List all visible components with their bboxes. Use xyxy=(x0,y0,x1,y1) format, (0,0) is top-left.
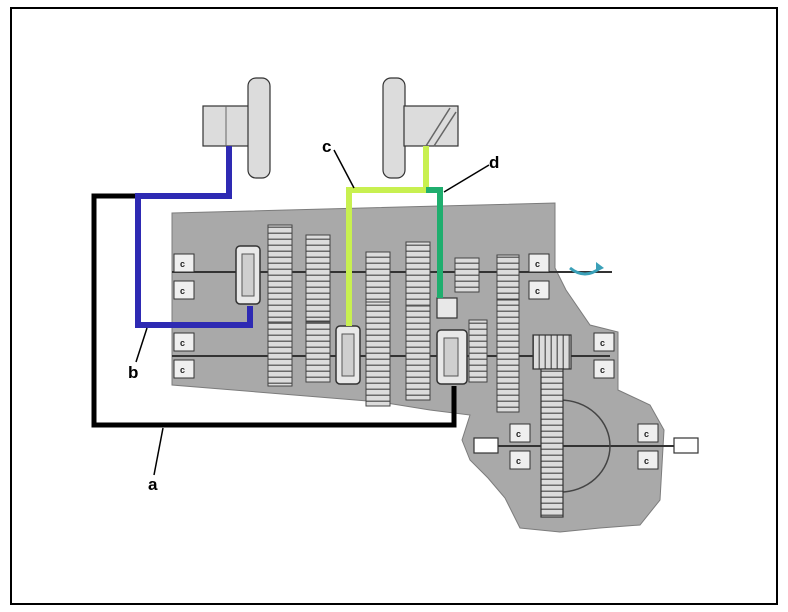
differential-ring-gear xyxy=(540,368,564,518)
differential-case xyxy=(559,399,611,493)
gear-1-counter xyxy=(267,321,293,387)
gear-5 xyxy=(454,257,480,293)
selector-lever-left xyxy=(202,77,271,179)
bearing-right-2: c xyxy=(528,280,550,300)
linkage-b xyxy=(135,146,253,328)
gear-1 xyxy=(267,224,293,326)
bearing-right-3: c xyxy=(593,332,615,352)
svg-text:c: c xyxy=(644,456,649,466)
label-c: c xyxy=(322,137,331,156)
gear-2 xyxy=(305,234,331,322)
linkage-d xyxy=(426,187,443,298)
linkage-c xyxy=(346,146,429,326)
bearing-left-4: c xyxy=(173,359,195,379)
gear-4-counter xyxy=(405,305,431,401)
gear-3-counter xyxy=(365,301,391,407)
final-drive-pinion xyxy=(532,334,572,370)
bearing-diff-3: c xyxy=(637,423,659,443)
bearing-left-2: c xyxy=(173,280,195,300)
label-a: a xyxy=(148,475,158,494)
bearing-right-1: c xyxy=(528,253,550,273)
gear-4 xyxy=(405,241,431,307)
reverse-idler xyxy=(436,297,458,319)
gear-5-counter xyxy=(468,319,488,383)
gear-reverse xyxy=(496,254,520,300)
output-stub-left xyxy=(473,437,499,454)
gear-output xyxy=(496,299,520,413)
svg-text:c: c xyxy=(180,365,185,375)
gear-3 xyxy=(365,251,391,303)
leader-c xyxy=(333,149,355,189)
svg-text:c: c xyxy=(180,259,185,269)
selector-lever-right xyxy=(382,77,459,179)
leader-a xyxy=(153,427,164,476)
bearing-diff-2: c xyxy=(509,450,531,470)
leader-d xyxy=(443,164,490,193)
svg-text:c: c xyxy=(180,338,185,348)
label-d: d xyxy=(489,153,499,172)
svg-text:c: c xyxy=(516,429,521,439)
label-b: b xyxy=(128,363,138,382)
svg-text:c: c xyxy=(535,286,540,296)
outer-border xyxy=(10,7,778,605)
bearing-diff-4: c xyxy=(637,450,659,470)
svg-text:c: c xyxy=(644,429,649,439)
svg-text:c: c xyxy=(180,286,185,296)
bearing-diff-1: c xyxy=(509,423,531,443)
gear-2-counter xyxy=(305,321,331,383)
svg-text:c: c xyxy=(600,365,605,375)
bearing-left-3: c xyxy=(173,332,195,352)
leader-b xyxy=(135,327,148,363)
arrow-head-icon xyxy=(596,262,604,272)
bearing-left-1: c xyxy=(173,253,195,273)
output-stub-right xyxy=(673,437,699,454)
linkage-a xyxy=(91,193,457,428)
svg-text:c: c xyxy=(600,338,605,348)
svg-text:c: c xyxy=(516,456,521,466)
svg-text:c: c xyxy=(535,259,540,269)
bearing-right-4: c xyxy=(593,359,615,379)
